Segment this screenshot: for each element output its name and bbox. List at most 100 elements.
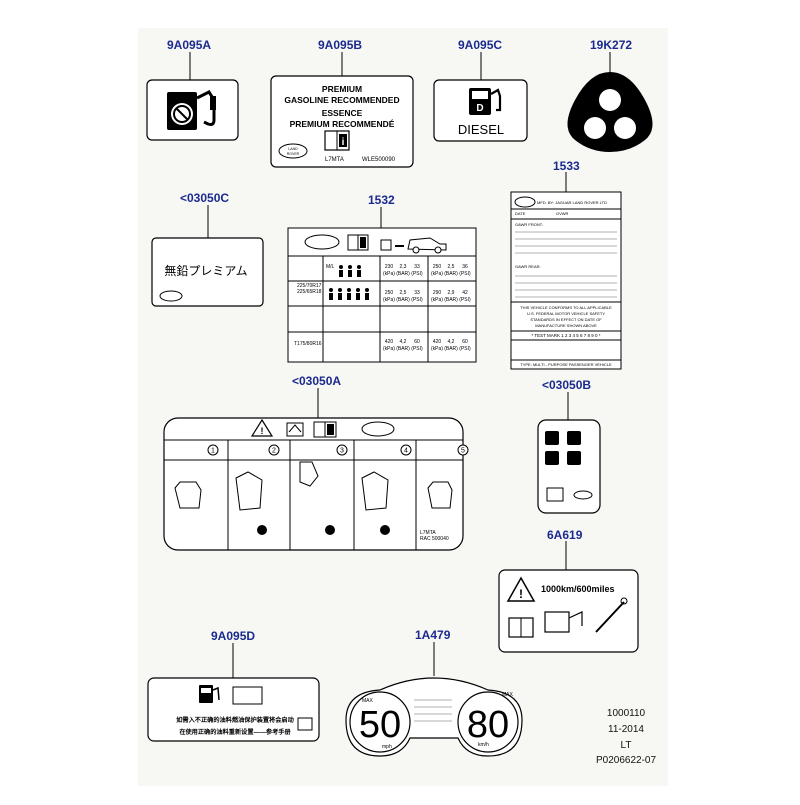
speed-left-value: 50 (359, 704, 401, 746)
label-9a095c: D DIESEL (433, 79, 528, 142)
max-label-right: MAX (502, 692, 514, 698)
seat-icons (174, 461, 453, 511)
handbook-icon (313, 421, 337, 438)
oil-can-icon (544, 611, 583, 633)
max-label-left: MAX (362, 698, 374, 704)
tyre-size-1: 225/70R17 (297, 283, 322, 289)
svg-text:GAWR REAR:: GAWR REAR: (515, 264, 541, 269)
circle-icon (584, 117, 606, 139)
svg-text:LAND: LAND (288, 147, 298, 151)
label-9a095b-code2: WLE500090 (362, 157, 396, 163)
svg-text:MANUFACTURE SHOWN ABOVE: MANUFACTURE SHOWN ABOVE (535, 323, 597, 328)
svg-text:(kPa): (kPa) (431, 271, 443, 277)
diesel-pump-icon: D (469, 88, 502, 115)
svg-text:290: 290 (433, 290, 442, 296)
svg-text:GAWR FRONT:: GAWR FRONT: (515, 222, 543, 227)
svg-text:U.S. FEDERAL MOTOR VEHICLE SAF: U.S. FEDERAL MOTOR VEHICLE SAFETY (527, 311, 605, 316)
svg-text:STANDARDS IN EFFECT ON DATE OF: STANDARDS IN EFFECT ON DATE OF (530, 317, 602, 322)
svg-text:(BAR): (BAR) (444, 346, 458, 352)
service-interval-text: 1000km/600miles (541, 584, 615, 594)
label-9a095b-line4: PREMIUM RECOMMENDÉ (290, 119, 395, 129)
fuel-pump-icon (199, 685, 220, 703)
label-6a619: ! 1000km/600miles (498, 569, 639, 653)
unlock-icon (567, 431, 581, 445)
step-number: 2 (272, 448, 276, 455)
svg-text:(kPa): (kPa) (383, 346, 395, 352)
handbook-icon (546, 487, 564, 502)
svg-text:4,2: 4,2 (400, 339, 407, 345)
svg-text:(kPa): (kPa) (383, 297, 395, 303)
svg-text:D: D (476, 103, 483, 114)
circle-icon (614, 117, 636, 139)
land-rover-logo (304, 234, 340, 250)
svg-text:4,2: 4,2 (448, 339, 455, 345)
svg-text:(BAR): (BAR) (396, 271, 410, 277)
cert-text-lines (515, 231, 617, 298)
callout-03050a: <03050A (292, 374, 342, 388)
svg-text:(BAR): (BAR) (396, 346, 410, 352)
dipstick-icon (595, 597, 628, 633)
label-9a095d: 如需入不正确的油料燃油保护装置将会启动 在使用正确的油料重新设置——参考手册 (147, 677, 320, 742)
land-rover-logo: LAND ROVER (278, 143, 308, 159)
svg-text:33: 33 (414, 264, 420, 270)
svg-text:2,5: 2,5 (400, 290, 407, 296)
step-number: 1 (211, 448, 215, 455)
svg-text:!: ! (261, 426, 264, 436)
leader-lines (189, 52, 611, 678)
footer-lt: LT (620, 740, 632, 751)
label-03050c: 無鉛プレミアム (151, 237, 264, 307)
child-unlock-icon (567, 451, 581, 465)
label-9a095a (146, 79, 239, 141)
label-03050a-code2: RAC 500040 (420, 536, 449, 542)
kmh-label: km/h (478, 742, 489, 748)
label-9a095b: PREMIUM GASOLINE RECOMMENDED ESSENCE PRE… (270, 75, 414, 168)
seat-hazard-icon (286, 422, 304, 437)
handbook-icon: i (324, 130, 350, 151)
tyre-size-2: T175/80R16 (294, 341, 322, 347)
svg-text:230: 230 (385, 264, 394, 270)
svg-text:(PSI): (PSI) (459, 297, 471, 303)
callout-6a619: 6A619 (547, 528, 583, 542)
label-1532: 225/70R17 225/65R18 T175/80R16 M/L 230 2… (287, 227, 477, 363)
svg-text:250: 250 (433, 264, 442, 270)
land-rover-logo (361, 421, 395, 437)
step-number: 4 (404, 448, 408, 455)
svg-text:2,3: 2,3 (400, 264, 407, 270)
svg-text:(kPa): (kPa) (431, 346, 443, 352)
cert-header: MFD. BY: JAGUAR LAND ROVER LTD (537, 200, 607, 205)
land-rover-logo (514, 196, 536, 208)
callout-9a095d: 9A095D (211, 629, 256, 643)
lock-icon (545, 431, 559, 445)
callout-9a095a: 9A095A (167, 38, 212, 52)
land-rover-logo (159, 290, 183, 302)
callout-03050b: <03050B (542, 378, 592, 392)
label-03050b (537, 419, 601, 514)
svg-text:TYPE: MULTI - PURPOSE PASSENGE: TYPE: MULTI - PURPOSE PASSENGER VEHICLE (520, 362, 612, 367)
svg-text:60: 60 (462, 339, 468, 345)
step-number: 3 (340, 448, 344, 455)
callout-19k272: 19K272 (590, 38, 633, 52)
handbook-icon (347, 234, 369, 251)
land-rover-logo (573, 490, 593, 500)
car-icon (407, 237, 447, 254)
fuel-pump-icon (167, 90, 216, 130)
svg-text:(BAR): (BAR) (396, 297, 410, 303)
handbook-icon (297, 717, 313, 731)
svg-text:(kPa): (kPa) (383, 271, 395, 277)
label-9a095b-line1: PREMIUM (322, 84, 362, 94)
blank-panel (232, 686, 263, 705)
svg-text:GVWR: GVWR (556, 211, 569, 216)
svg-text:!: ! (519, 587, 523, 601)
tyre-size-1b: 225/65R18 (297, 289, 322, 295)
warning-icon: ! (506, 576, 536, 602)
svg-text:(PSI): (PSI) (411, 297, 423, 303)
svg-text:ROVER: ROVER (287, 152, 300, 156)
warning-icon: ! (250, 418, 274, 437)
mph-label: mph (382, 744, 392, 750)
callout-1a479: 1A479 (415, 628, 451, 642)
step-numbers: 1 2 3 4 5 (207, 444, 469, 456)
load-label: M/L (326, 264, 335, 270)
svg-text:420: 420 (385, 339, 394, 345)
